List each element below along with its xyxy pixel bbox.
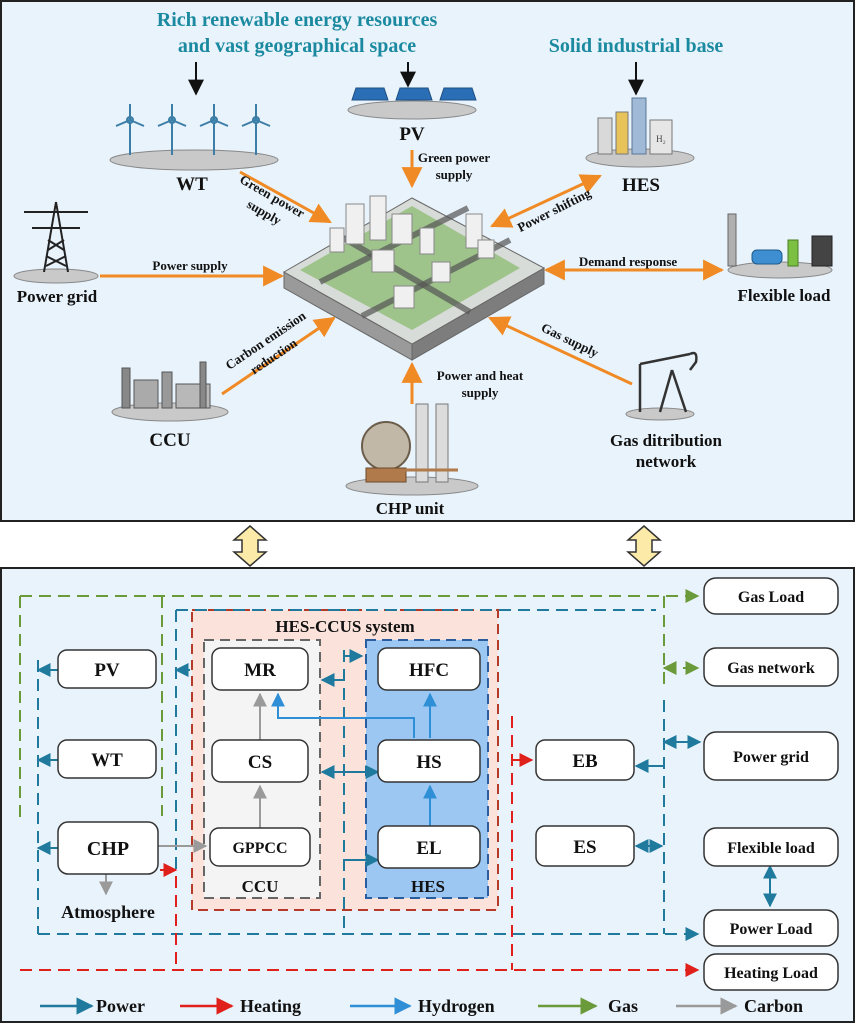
node-chp-label: CHP [87,838,129,860]
node-power-grid [703,731,839,781]
atmosphere-label: Atmosphere [61,902,155,922]
node-boxes [57,577,839,991]
flex-link-label: Demand response [579,254,678,269]
gas-network-label-2: network [636,452,697,471]
power-arrows [36,649,777,908]
node-hfc-label: HFC [409,660,449,681]
hes-group-label: HES [411,877,445,896]
node-cs [211,739,309,783]
flexible-load-label: Flexible load [737,286,831,305]
node-chp [57,821,159,875]
legend-power-label: Power [96,996,145,1016]
hydrogen-plant-icon: H₂ [585,97,695,168]
pv-link-label-2: supply [436,167,473,182]
gas-to-city-arrow [488,316,633,386]
node-hfc [377,647,481,691]
gas-lines [19,589,700,820]
node-hs-label: HS [416,752,441,773]
hes-label: HES [622,175,660,196]
node-eb-label: EB [572,751,598,772]
chp-plant-icon [345,403,479,496]
hydrogen-arrows [271,692,437,826]
heating-arrows [160,753,534,877]
node-mr [211,647,309,691]
legend-heating-label: Heating [240,996,301,1016]
wind-turbines-icon [109,104,279,171]
top-panel: Rich renewable energy resources and vast… [0,0,855,522]
wt-to-city-arrow [239,170,332,224]
node-cs-label: CS [248,752,272,773]
node-heating-load-label: Heating Load [724,965,818,982]
legend-gas-label: Gas [608,996,638,1016]
node-gppcc [209,827,311,867]
updown-arrow-icon [232,525,268,567]
node-es-label: ES [573,837,596,858]
oil-pump-icon [625,351,698,421]
node-power-load [703,909,839,947]
carbon-capture-plant-icon [111,361,229,422]
headline-left-line2: and vast geographical space [178,35,416,57]
node-pv [57,649,157,689]
gas-network-label-1: Gas ditribution [610,431,722,450]
legend: Power Heating Hydrogen Gas Carbon [40,996,803,1016]
pv-label: PV [399,124,425,145]
node-el [377,825,481,869]
node-gas-network-label: Gas network [727,660,815,677]
node-es [535,825,635,867]
transmission-tower-icon [13,201,99,284]
panel-connectors [232,525,662,567]
node-gas-load-label: Gas Load [738,589,804,606]
ccu-label: CCU [149,430,190,451]
heating-lines [20,716,700,977]
node-flexible-load [703,827,839,867]
node-gppcc-label: GPPCC [232,840,287,857]
grid-link-label: Power supply [152,258,228,273]
node-gas-network [703,647,839,687]
headline-right: Solid industrial base [549,35,724,57]
power-grid-label: Power grid [17,287,98,306]
node-el-label: EL [416,838,441,859]
legend-hydrogen-label: Hydrogen [418,996,495,1016]
ccu-to-city-arrow [221,316,336,396]
bottom-panel: HES-CCUS system CCU HES [0,567,855,1023]
node-mr-label: MR [244,660,276,681]
legend-carbon-label: Carbon [744,996,803,1016]
node-gas-load [703,577,839,615]
node-power-load-label: Power Load [730,921,813,938]
chp-link-label-2: supply [462,385,499,400]
headline-left-line1: Rich renewable energy resources [157,9,438,31]
node-hs [377,739,481,783]
node-power-grid-label: Power grid [733,749,809,766]
node-heating-load [703,953,839,991]
wt-label: WT [176,174,208,195]
chp-unit-label: CHP unit [376,499,445,518]
svg-text:H₂: H₂ [656,134,666,144]
ccu-group-label: CCU [242,877,279,896]
pv-link-label-1: Green power [418,150,491,165]
node-pv-label: PV [94,660,120,681]
node-wt-label: WT [91,750,123,771]
hes-city-arrow [490,174,602,228]
node-wt [57,739,157,779]
updown-arrow-icon [626,525,662,567]
chp-link-label-1: Power and heat [437,368,524,383]
node-eb [535,739,635,781]
hes-ccus-group-label: HES-CCUS system [275,617,414,636]
flexible-load-icon [727,213,833,279]
solar-panels-icon [347,87,477,120]
node-flexible-load-label: Flexible load [727,840,815,857]
orange-flow-arrows [100,150,725,404]
